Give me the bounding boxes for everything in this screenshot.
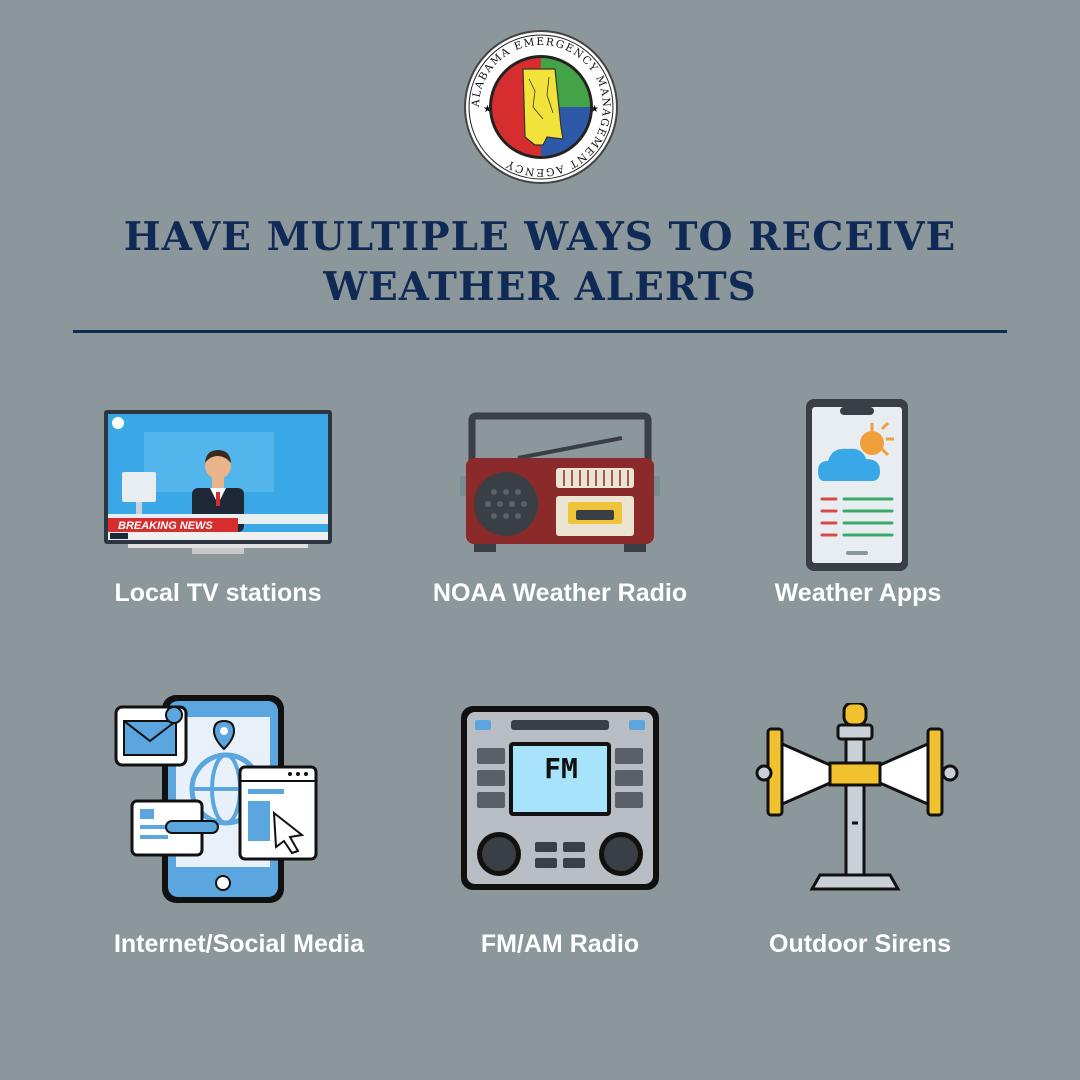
label-internet-social-media: Internet/Social Media bbox=[113, 930, 365, 958]
svg-text:FM: FM bbox=[544, 752, 578, 785]
social-media-icon bbox=[114, 695, 318, 903]
label-weather-apps: Weather Apps bbox=[774, 579, 942, 607]
svg-text:★: ★ bbox=[590, 104, 599, 115]
svg-text:★: ★ bbox=[483, 104, 492, 115]
car-radio-icon: FM bbox=[461, 706, 659, 890]
title-line-2: WEATHER ALERTS bbox=[323, 264, 757, 310]
tv-icon: BREAKING NEWS bbox=[104, 410, 332, 554]
siren-icon bbox=[755, 703, 959, 891]
alabama-ema-seal: ALABAMA EMERGENCY MANAGEMENT AGENCY ★ ★ bbox=[464, 30, 618, 184]
title-divider bbox=[73, 330, 1007, 333]
label-noaa-radio: NOAA Weather Radio bbox=[432, 579, 688, 607]
label-fm-am-radio: FM/AM Radio bbox=[480, 930, 640, 958]
label-local-tv: Local TV stations bbox=[114, 579, 322, 607]
title-line-1: HAVE MULTIPLE WAYS TO RECEIVE bbox=[123, 214, 957, 260]
weather-app-icon bbox=[806, 399, 908, 571]
page-title: HAVE MULTIPLE WAYS TO RECEIVE WEATHER AL… bbox=[60, 212, 1020, 312]
label-outdoor-sirens: Outdoor Sirens bbox=[769, 930, 951, 958]
radio-icon bbox=[460, 412, 660, 552]
svg-text:BREAKING NEWS: BREAKING NEWS bbox=[118, 520, 213, 532]
